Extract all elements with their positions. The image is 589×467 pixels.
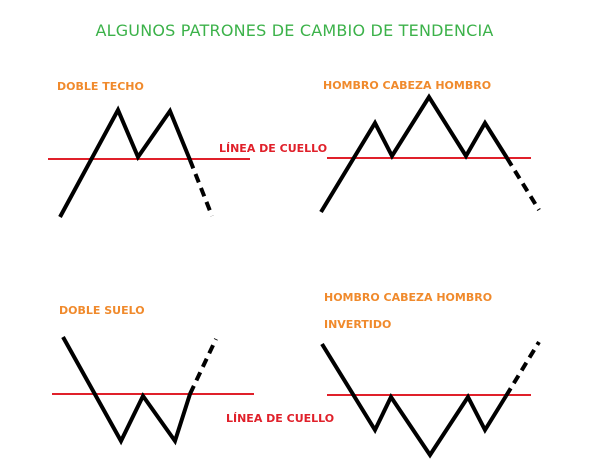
neckline-label-bottom: LÍNEA DE CUELLO	[226, 412, 335, 425]
projection-double-top	[188, 159, 214, 217]
price-line-double-top	[58, 105, 192, 218]
price-line-double-bottom	[61, 336, 192, 446]
neckline-label-top: LÍNEA DE CUELLO	[219, 142, 328, 155]
label-double-bottom: DOBLE SUELO	[59, 304, 145, 317]
diagram-title: ALGUNOS PATRONES DE CAMBIO DE TENDENCIA	[95, 21, 494, 40]
label-head-shoulders: HOMBRO CABEZA HOMBRO	[323, 79, 492, 92]
label-double-top: DOBLE TECHO	[57, 80, 144, 93]
projection-double-bottom	[188, 338, 218, 395]
label-inverse-head-shoulders-2: INVERTIDO	[324, 318, 392, 331]
label-inverse-head-shoulders-1: HOMBRO CABEZA HOMBRO	[324, 291, 493, 304]
projection-head-shoulders	[505, 156, 541, 212]
projection-inverse-head-shoulders	[504, 340, 541, 398]
price-line-head-shoulders	[319, 93, 509, 214]
price-line-inverse-head-shoulders	[320, 342, 508, 459]
